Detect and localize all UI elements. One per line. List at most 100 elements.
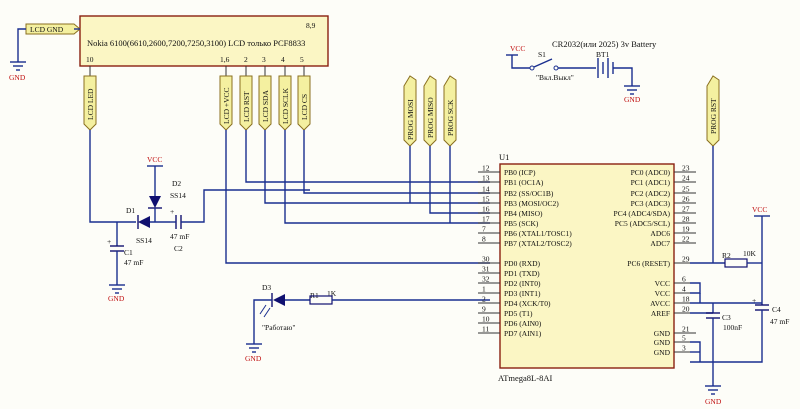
mcu-pin-name: PC1 (ADC1) <box>631 178 671 187</box>
mcu-pin-left: 2 PD4 (XCK/T0) <box>478 295 551 308</box>
mcu-pin-number: 24 <box>682 174 690 183</box>
mcu-pin-number: 5 <box>682 334 686 343</box>
mcu-pin-number: 7 <box>482 225 486 234</box>
c4-ref: C4 <box>772 305 781 314</box>
mcu-pin-name: GND <box>654 338 671 347</box>
port-lcd-gnd: LCD GND <box>17 23 81 62</box>
port-lcd-led-label: LCD LED <box>86 88 95 120</box>
vcc-label-right: VCC <box>752 205 767 214</box>
port-prog-miso: PROG MISO <box>423 75 437 147</box>
mcu-pin-number: 2 <box>482 295 486 304</box>
switch-label: "Вкл.Выкл" <box>536 73 574 82</box>
mcu-part: ATmega8L-8AI <box>498 373 552 383</box>
lcd-pin-5: 5 <box>300 55 304 64</box>
c4-val: 47 mF <box>770 317 789 326</box>
port-prog-sck-label: PROG SCK <box>446 99 455 136</box>
mcu-pin-name: PD6 (AIN0) <box>504 319 542 328</box>
lcd-connector: Nokia 6100(6610,2600,7200,7250,3100) LCD… <box>79 15 329 76</box>
mcu-pin-left: 9 PD5 (T1) <box>478 305 533 318</box>
d1-val: SS14 <box>136 236 152 245</box>
mcu-pin-name: PB0 (ICP) <box>504 168 536 177</box>
mcu-pin-name: PC6 (RESET) <box>627 259 670 268</box>
gnd-label-c1: GND <box>108 294 125 303</box>
mcu-pin-number: 17 <box>482 215 490 224</box>
mcu-pin-name: ADC7 <box>650 239 670 248</box>
mcu-pin-left: 1 PD3 (INT1) <box>478 285 541 298</box>
mcu-pin-number: 32 <box>482 275 490 284</box>
signal-wires <box>225 130 490 264</box>
mcu-pin-name: GND <box>654 329 671 338</box>
mcu-pin-name: PD3 (INT1) <box>504 289 541 298</box>
d1-ref: D1 <box>126 206 135 215</box>
mcu-pin-name: PB6 (XTAL1/TOSC1) <box>504 229 572 238</box>
mcu-pin-name: PB3 (MOSI/OC2) <box>504 199 559 208</box>
r2-ref: R2 <box>722 251 731 260</box>
vcc-label-d2: VCC <box>147 155 162 164</box>
mcu-pin-name: PD7 (AIN1) <box>504 329 542 338</box>
c3-val: 100nF <box>723 323 742 332</box>
port-lcd-led: LCD LED <box>83 75 97 131</box>
lcd-pin-2: 2 <box>244 55 248 64</box>
mcu-pin-name: ADC6 <box>650 229 670 238</box>
mcu-pin-name: PC3 (ADC3) <box>631 199 671 208</box>
battery-section: CR2032(или 2025) 3v Battery BT1 S1 "Вкл.… <box>506 39 657 104</box>
mcu-pin-name: PB2 (SS/OC1B) <box>504 189 554 198</box>
switch-ref: S1 <box>538 50 546 59</box>
port-lcd-rst-label: LCD RST <box>242 91 251 122</box>
battery-title: CR2032(или 2025) 3v Battery <box>552 39 657 49</box>
port-lcd-vcc-label: LCD +VCC <box>222 87 231 124</box>
d2-ref: D2 <box>172 179 181 188</box>
power-diodes: D1 SS14 47 mF C2 + VCC D2 SS14 + C1 47 m… <box>89 130 310 303</box>
mcu-pin-name: VCC <box>655 289 670 298</box>
lcd-pin-10: 10 <box>86 55 94 64</box>
mcu-pin-number: 9 <box>482 305 486 314</box>
mcu-pin-number: 12 <box>482 164 490 173</box>
mcu-pin-number: 1 <box>482 285 486 294</box>
mcu-pin-number: 14 <box>482 185 490 194</box>
mcu-ref: U1 <box>499 152 509 162</box>
c1-ref: C1 <box>124 248 133 257</box>
port-prog-mosi-label: PROG MOSI <box>406 99 415 140</box>
mcu-pin-left: 17 PB5 (SCK) <box>478 215 539 228</box>
mcu-pin-number: 10 <box>482 315 490 324</box>
mcu-pin-number: 15 <box>482 195 490 204</box>
mcu-pin-name: PC2 (ADC2) <box>631 189 671 198</box>
mcu-pin-name: PD5 (T1) <box>504 309 533 318</box>
lcd-pin-3: 3 <box>262 55 266 64</box>
port-lcd-sda: LCD SDA <box>258 75 272 131</box>
mcu-pin-right: 24 PC1 (ADC1) <box>631 174 696 187</box>
mcu-pin-left: 10 PD6 (AIN0) <box>478 315 542 328</box>
mcu-pin-name: GND <box>654 348 671 357</box>
svg-text:+: + <box>170 207 174 216</box>
mcu-pin-number: 28 <box>682 215 690 224</box>
mcu-pin-name: PD4 (XCK/T0) <box>504 299 551 308</box>
mcu-pin-number: 25 <box>682 185 690 194</box>
mcu-pin-number: 3 <box>682 344 686 353</box>
d3-label: "Работаю" <box>262 323 295 332</box>
mcu-pin-number: 20 <box>682 305 690 314</box>
mcu-pin-name: PD0 (RXD) <box>504 259 541 268</box>
mcu-pin-number: 29 <box>682 255 690 264</box>
d3-ref: D3 <box>262 283 271 292</box>
mcu-pin-number: 23 <box>682 164 690 173</box>
mcu-pin-number: 18 <box>682 295 690 304</box>
lcd-title: Nokia 6100(6610,2600,7200,7250,3100) LCD… <box>87 38 305 48</box>
mcu-pin-number: 11 <box>482 325 489 334</box>
mcu-pin-name: PB5 (SCK) <box>504 219 539 228</box>
mcu-pin-name: PB7 (XTAL2/TOSC2) <box>504 239 572 248</box>
mcu-pin-name: AVCC <box>650 299 670 308</box>
mcu-pin-number: 31 <box>482 265 490 274</box>
mcu-pin-name: PC4 (ADC4/SDA) <box>614 209 671 218</box>
mcu-pin-number: 4 <box>682 285 686 294</box>
